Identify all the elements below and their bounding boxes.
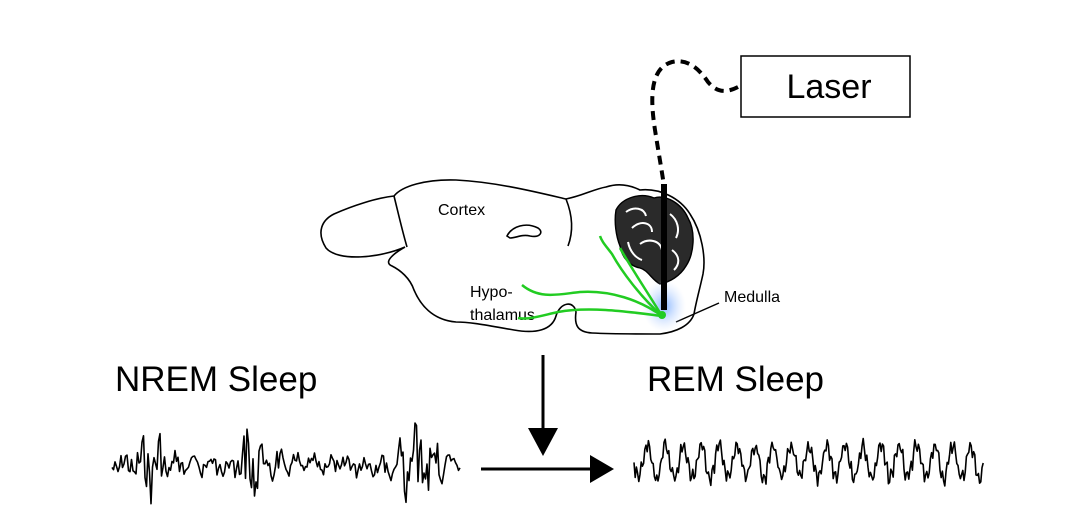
cortex-label: Cortex — [438, 202, 485, 219]
laser-label: Laser — [786, 68, 871, 106]
optical-fiber-implant — [661, 184, 667, 310]
projection-to-midbrain-2 — [618, 247, 664, 317]
nrem-sleep-label: NREM Sleep — [115, 360, 317, 399]
state-transition-arrow — [481, 455, 614, 483]
nrem-eeg-trace — [111, 422, 461, 505]
projection-to-hypothalamus — [521, 284, 663, 318]
brain-outline — [320, 179, 705, 335]
neural-projections — [517, 235, 664, 320]
medulla-pointer — [675, 302, 720, 323]
rem-eeg-trace — [633, 437, 984, 487]
projection-to-forebrain — [517, 308, 663, 320]
cerebellum-folia — [625, 207, 680, 271]
midbrain-boundary — [565, 198, 573, 247]
hypothalamus-label-line1: Hypo- — [470, 284, 513, 301]
laser-box — [740, 55, 911, 118]
optical-fiber-cable — [650, 59, 739, 187]
hypothalamus-label-line2: thalamus — [470, 307, 535, 324]
rem-sleep-label: REM Sleep — [647, 360, 824, 399]
hippocampus-fold — [505, 224, 542, 239]
stimulation-down-arrow — [528, 355, 558, 456]
laser-unit: Laser — [740, 55, 911, 118]
mouse-brain: Cortex Hypo- thalamus Medulla — [320, 179, 780, 335]
projection-to-midbrain — [598, 235, 663, 317]
medulla-neuron-soma — [658, 311, 666, 319]
cortex-sulcus — [393, 195, 408, 248]
medulla-label: Medulla — [724, 289, 780, 306]
